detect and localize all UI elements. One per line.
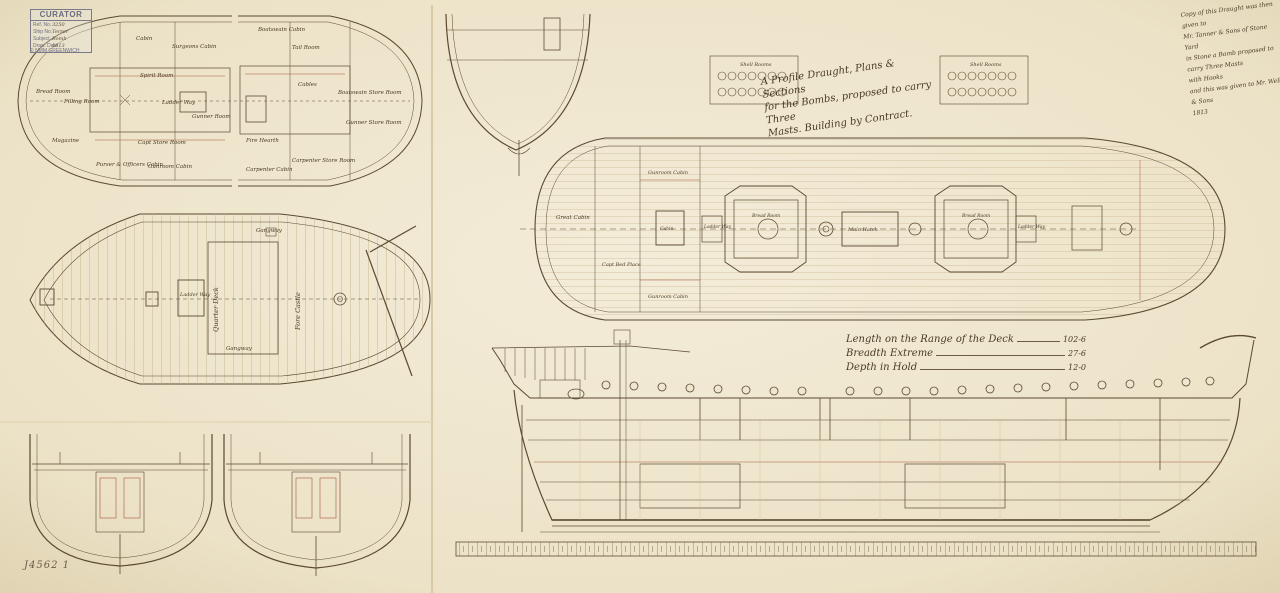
- shell-room-plans: Shell Rooms Shell Rooms: [709, 55, 1029, 105]
- room-label: Gangway: [256, 228, 283, 234]
- dimension-row: Depth in Hold 12-0: [846, 362, 1086, 376]
- ship-profile: [491, 329, 1257, 521]
- dimension-row: Length on the Range of the Deck 102-6: [846, 334, 1086, 348]
- room-label: Main Hatch: [847, 227, 878, 233]
- stamp-value: 1813: [52, 43, 65, 49]
- room-label: Cabin: [660, 226, 673, 232]
- room-label: Gunroom Cabin: [648, 294, 688, 300]
- room-label: Ladder Way: [161, 100, 196, 106]
- room-label: Purser & Officers Cabin: [95, 162, 163, 168]
- room-label: Quarter Deck: [212, 287, 220, 332]
- shell-rows-right: [947, 71, 1017, 97]
- stamp-key: Ref. No.: [33, 22, 52, 28]
- side-note: Copy of this Draught was then given to M…: [1180, 0, 1280, 119]
- profile-frames: [579, 420, 1181, 520]
- upper-left-deck-plan: [17, 15, 423, 187]
- top-body-section: [445, 13, 591, 176]
- room-label: Shell Rooms: [740, 62, 772, 68]
- centre-deck-plan: Great Cabin Capt Bed Place Gunroom Cabin…: [520, 137, 1226, 321]
- profile-gun-ports: [601, 376, 1215, 396]
- stamp-value: Terror: [52, 29, 69, 35]
- upper-left-room-labels: Bread Room Filling Room Magazine Purser …: [35, 27, 402, 173]
- curator-stamp: CURATOR Ref. No.3250 Ship No.Terror Subj…: [30, 9, 92, 53]
- principal-dimensions: Length on the Range of the Deck 102-6 Bre…: [846, 334, 1086, 376]
- room-label: Carpenter Cabin: [246, 167, 293, 173]
- dimension-value: 27-6: [1068, 349, 1086, 358]
- dimension-row: Breadth Extreme 27-6: [846, 348, 1086, 362]
- room-label: Carpenter Store Room: [292, 158, 355, 164]
- profile-keel: [521, 405, 1160, 533]
- stern-rail: [504, 348, 586, 380]
- room-label: Gunroom Cabin: [648, 170, 688, 176]
- room-label: Capt Bed Place: [602, 262, 641, 268]
- scale-bar: [455, 541, 1257, 557]
- room-label: Ladder Way: [703, 224, 732, 230]
- room-label: Bread Room: [35, 89, 70, 95]
- stamp-title: CURATOR: [31, 10, 91, 21]
- stamp-key: Draw. Date: [33, 43, 58, 49]
- room-label: Ladder Way: [179, 292, 210, 298]
- room-label: Cables: [298, 82, 317, 88]
- room-label: Shell Rooms: [970, 62, 1002, 68]
- room-label: Surgeons Cabin: [172, 44, 217, 50]
- room-label: Fore Castle: [294, 292, 302, 331]
- room-label: Fire Hearth: [245, 138, 279, 144]
- dimension-label: Depth in Hold: [846, 362, 918, 373]
- dimension-label: Breadth Extreme: [846, 348, 934, 359]
- room-label: Capt Store Room: [138, 140, 186, 146]
- stamp-key: Ship No.: [33, 29, 53, 35]
- bottom-body-section-left: [29, 434, 213, 574]
- stamp-row: Ref. No.3250: [33, 22, 89, 29]
- room-label: Bread Room: [751, 213, 780, 219]
- upper-left-red-lines: [95, 73, 345, 141]
- room-label: Gunner Store Room: [346, 120, 402, 126]
- bottom-body-section-right: [223, 434, 411, 576]
- room-label: Gunroom Cabin: [148, 164, 192, 170]
- room-label: Cabin: [136, 36, 153, 42]
- room-label: Filling Room: [63, 99, 100, 105]
- room-label: Spirit Room: [140, 73, 173, 79]
- room-label: Boatswain Store Room: [337, 90, 402, 96]
- stamp-value: 3250: [52, 22, 65, 28]
- room-label: Tail Room: [292, 45, 320, 51]
- room-label: Gangway: [226, 346, 253, 352]
- shell-rows-left: [717, 71, 787, 97]
- dimension-value: 102-6: [1062, 335, 1086, 344]
- stamp-row: Ship No.Terror: [33, 29, 89, 36]
- room-label: Bread Room: [961, 213, 990, 219]
- stamp-key: Subject: [33, 36, 50, 42]
- room-label: Boatswain Cabin: [257, 27, 305, 33]
- room-label: Gunner Room: [192, 114, 231, 120]
- catalog-number: J4562 1: [24, 560, 70, 571]
- room-label: Magazine: [51, 138, 80, 144]
- room-label: Ladder Way: [1017, 224, 1046, 230]
- room-label: Great Cabin: [556, 215, 590, 221]
- stamp-value: Bomb: [52, 36, 67, 42]
- dimension-value: 12-0: [1068, 363, 1086, 372]
- stamp-footer: © NMM GREENWICH: [30, 48, 80, 54]
- dimension-label: Length on the Range of the Deck: [846, 334, 1014, 345]
- mid-left-deck-plan: Gangway Gangway Quarter Deck Fore Castle…: [29, 213, 431, 385]
